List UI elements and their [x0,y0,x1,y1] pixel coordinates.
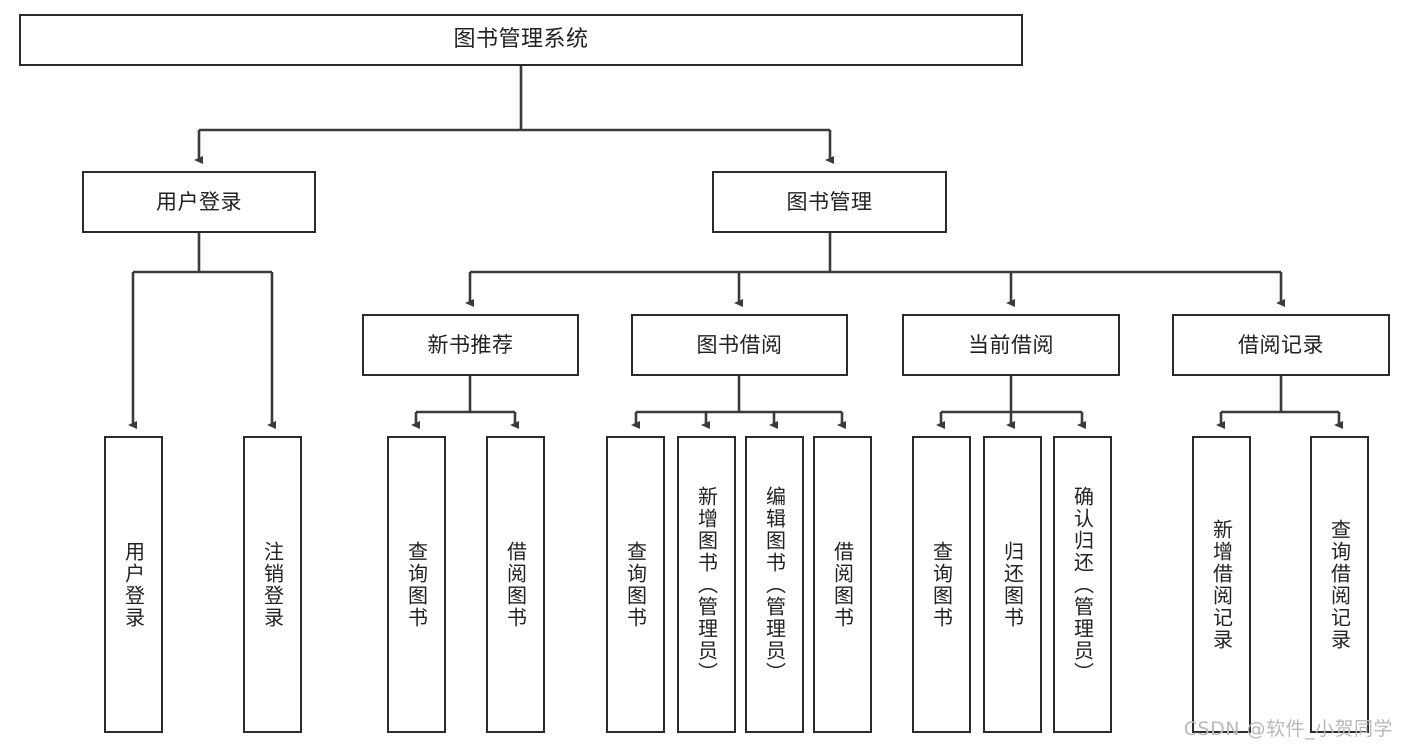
node-label: 注销登录 [260,540,285,629]
node-leaf-query-book-3[interactable]: 查询图书 [912,436,971,733]
node-leaf-add-record[interactable]: 新增借阅记录 [1192,436,1251,733]
node-label: 归还图书 [1000,540,1025,629]
node-label: 图书借阅 [696,332,783,357]
node-book-manage[interactable]: 图书管理 [712,171,947,233]
node-label: 用户登录 [156,189,242,214]
node-label: 查询图书 [623,540,648,629]
watermark-text: CSDN @软件_小贺同学 [1183,718,1393,740]
node-leaf-borrow-book-1[interactable]: 借阅图书 [486,436,545,733]
node-leaf-query-book-2[interactable]: 查询图书 [606,436,665,733]
node-label: 编辑图书（管理员） [762,485,787,684]
node-borrow-record[interactable]: 借阅记录 [1172,314,1390,376]
node-book-borrow[interactable]: 图书借阅 [631,314,848,376]
node-label: 确认归还（管理员） [1070,485,1095,684]
node-label: 新增借阅记录 [1209,518,1234,651]
node-label: 借阅图书 [503,540,528,629]
node-label: 新书推荐 [427,332,514,357]
node-new-book-recommend[interactable]: 新书推荐 [362,314,579,376]
node-leaf-user-login[interactable]: 用户登录 [104,436,163,733]
node-label: 图书管理 [786,189,873,214]
node-label: 借阅记录 [1238,332,1324,357]
node-book-management-system[interactable]: 图书管理系统 [19,14,1023,66]
node-leaf-user-logout[interactable]: 注销登录 [243,436,302,733]
node-label: 当前借阅 [968,332,1054,357]
node-label: 用户登录 [121,540,146,629]
node-leaf-add-book[interactable]: 新增图书（管理员） [677,436,736,733]
node-leaf-edit-book[interactable]: 编辑图书（管理员） [745,436,804,733]
node-label: 图书管理系统 [453,27,589,53]
node-current-borrow[interactable]: 当前借阅 [902,314,1120,376]
node-label: 查询图书 [929,540,954,629]
node-leaf-return-book[interactable]: 归还图书 [983,436,1042,733]
node-label: 查询借阅记录 [1327,518,1352,651]
node-leaf-query-record[interactable]: 查询借阅记录 [1310,436,1369,733]
node-leaf-query-book-1[interactable]: 查询图书 [387,436,446,733]
node-leaf-confirm-return[interactable]: 确认归还（管理员） [1053,436,1112,733]
node-label: 查询图书 [404,540,429,629]
node-leaf-borrow-book-2[interactable]: 借阅图书 [813,436,872,733]
node-label: 借阅图书 [830,540,855,629]
node-label: 新增图书（管理员） [694,485,719,684]
node-user-login[interactable]: 用户登录 [82,171,316,233]
